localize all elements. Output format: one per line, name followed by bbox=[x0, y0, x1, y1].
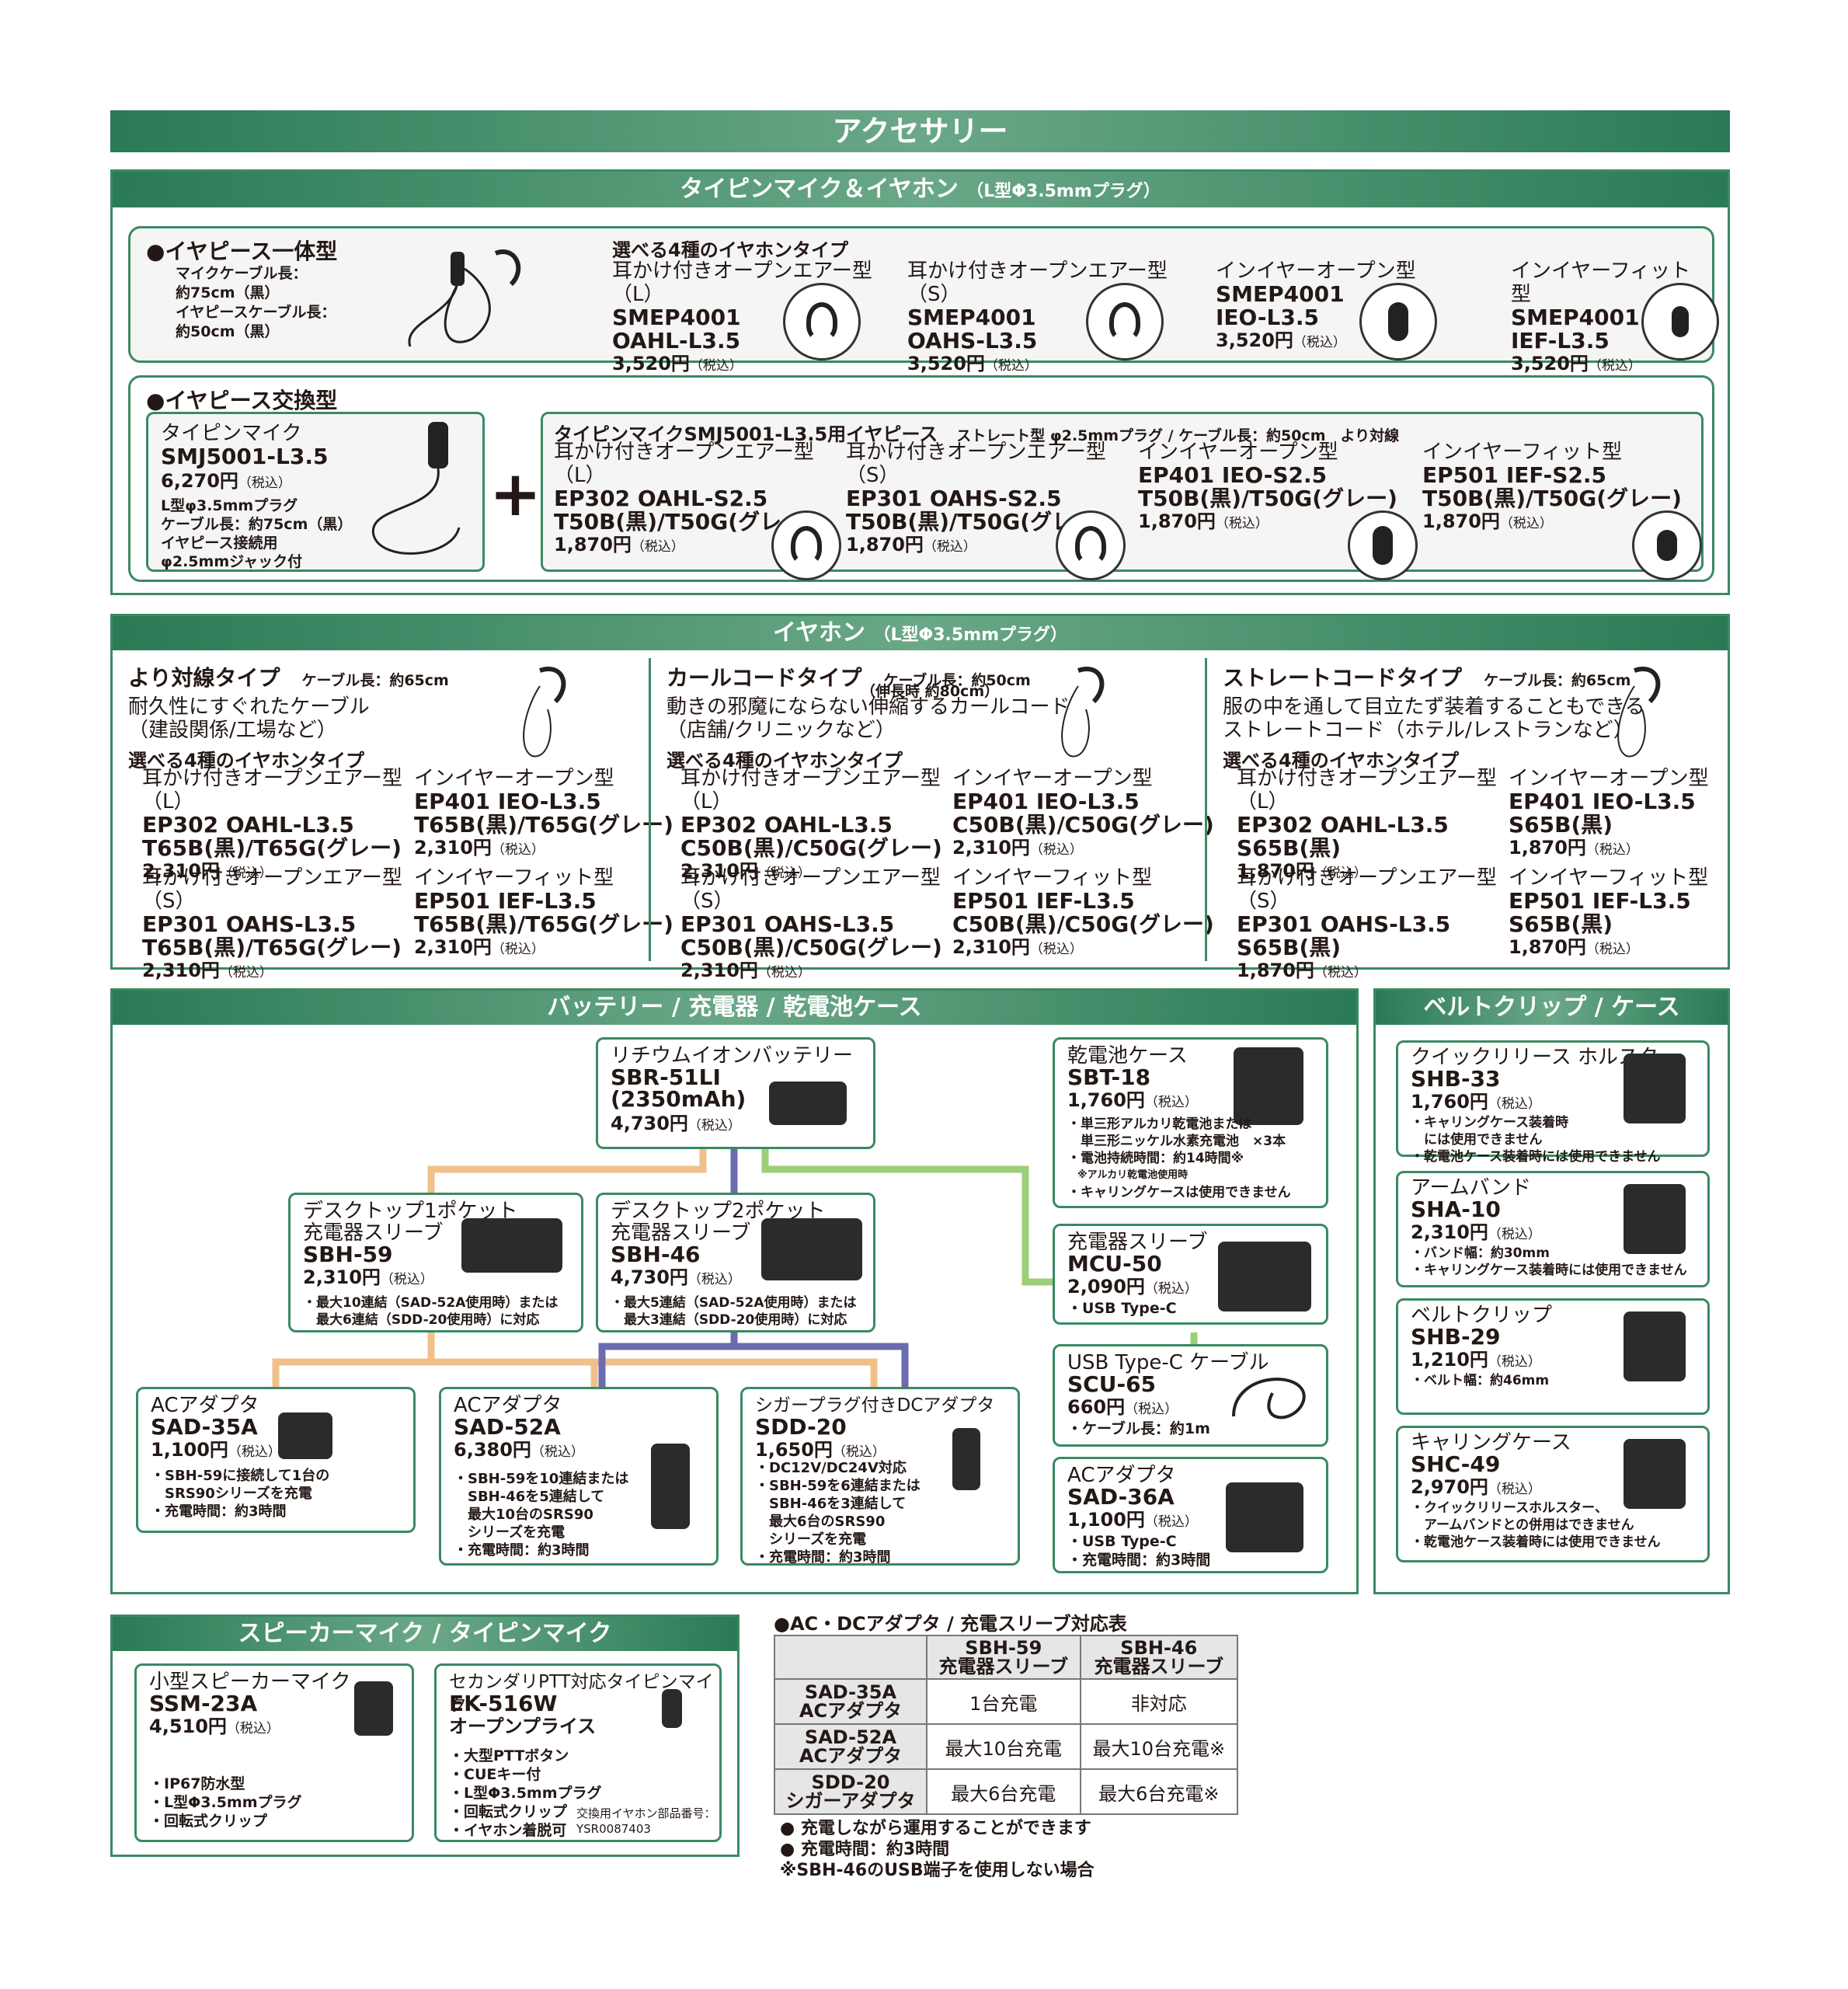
integrated-heading: ●イヤピース一体型 bbox=[146, 239, 338, 264]
earpiece-item: インイヤーフィット型 EP501 IEF-S2.5 T50B(黒)/T50G(グ… bbox=[1422, 441, 1702, 580]
earphone-image bbox=[1061, 667, 1105, 758]
earpiece-item: インイヤーオープン型 EP401 IEO-S2.5 T50B(黒)/T50G(グ… bbox=[1138, 441, 1425, 580]
sad52-box: ACアダプタ SAD-52A 6,380円（税込） ・SBH-59を10連結また… bbox=[439, 1387, 719, 1566]
earphone-image bbox=[1617, 667, 1661, 758]
ssm-box: 小型スピーカーマイク SSM-23A 4,510円（税込） ・IP67防水型・L… bbox=[134, 1663, 414, 1842]
plus-icon: + bbox=[489, 458, 542, 530]
tiepin-mic-image bbox=[662, 1689, 682, 1728]
belt-product-image bbox=[1624, 1184, 1686, 1254]
ac-adapter-image bbox=[278, 1413, 332, 1459]
belt-section: ベルトクリップ / ケース クイックリリース ホルスター SHB-33 1,76… bbox=[1373, 988, 1730, 1594]
li-battery-box: リチウムイオンバッテリー SBR-51LI (2350mAh) 4,730円（税… bbox=[596, 1037, 875, 1149]
belt-product-image bbox=[1624, 1439, 1686, 1509]
sbh46-box: デスクトップ2ポケット 充電器スリーブ SBH-46 4,730円（税込） ・最… bbox=[596, 1193, 875, 1332]
earphone-item: 耳かけ付きオープンエアー型（S） EP301 OAHS-L3.5 T65B(黒)… bbox=[142, 866, 402, 981]
sbh59-box: デスクトップ1ポケット 充電器スリーブ SBH-59 2,310円（税込） ・最… bbox=[288, 1193, 583, 1332]
dc-adapter-image bbox=[952, 1428, 980, 1490]
ek-box: セカンダリPTT対応タイピンマイク EK-516W オープンプライス ・大型PT… bbox=[434, 1663, 722, 1842]
integrated-item: インイヤーオープン型 SMEP4001 IEO-L3.5 3,520円（税込） bbox=[1216, 260, 1511, 361]
sad35-box: ACアダプタ SAD-35A 1,100円（税込） ・SBH-59に接続して1台… bbox=[136, 1387, 416, 1533]
battery-header: バッテリー / 充電器 / 乾電池ケース bbox=[113, 991, 1356, 1025]
mcu-box: 充電器スリーブ MCU-50 2,090円（税込） ・USB Type-C bbox=[1053, 1224, 1328, 1325]
earpiece-item: 耳かけ付きオープンエアー型（L） EP302 OAHL-S2.5 T50B(黒)… bbox=[554, 441, 841, 580]
sbt-box: 乾電池ケース SBT-18 1,760円（税込） ・単三形アルカリ乾電池または … bbox=[1053, 1037, 1328, 1208]
hook-earphone-icon bbox=[783, 283, 861, 361]
earphone-item: インイヤーオープン型 EP401 IEO-L3.5 C50B(黒)/C50G(グ… bbox=[952, 767, 1214, 859]
earphone-item: インイヤーフィット型 EP501 IEF-L3.5 C50B(黒)/C50G(グ… bbox=[952, 866, 1214, 958]
connection-lines bbox=[272, 1149, 1198, 1465]
integrated-earpiece-image bbox=[408, 249, 521, 347]
integrated-item: 耳かけ付きオープンエアー型（S） SMEP4001 OAHS-L3.5 3,52… bbox=[907, 260, 1168, 374]
integrated-choose: 選べる4種のイヤホンタイプ bbox=[612, 239, 848, 261]
earphone-item: インイヤーオープン型 EP401 IEO-L3.5 T65B(黒)/T65G(グ… bbox=[414, 767, 673, 859]
earphone-item: 耳かけ付きオープンエアー型（L） EP302 OAHL-L3.5 T65B(黒)… bbox=[142, 767, 402, 882]
earpieces-box: タイピンマイクSMJ5001-L3.5用イヤピース ストレート型 φ2.5mmプ… bbox=[541, 412, 1704, 580]
battery-case-image bbox=[1234, 1047, 1303, 1125]
belt-header: ベルトクリップ / ケース bbox=[1376, 991, 1728, 1025]
speaker-section: スピーカーマイク / タイピンマイク 小型スピーカーマイク SSM-23A 4,… bbox=[110, 1615, 740, 1857]
belt-item-box: クイックリリース ホルスター SHB-33 1,760円（税込） ・キャリングケ… bbox=[1396, 1040, 1710, 1165]
earpiece-item: 耳かけ付きオープンエアー型（S） EP301 OAHS-S2.5 T50B(黒)… bbox=[846, 441, 1133, 580]
sdd20-box: シガープラグ付きDCアダプタ SDD-20 1,650円（税込） ・DC12V/… bbox=[740, 1387, 1020, 1566]
earphone-item: 耳かけ付きオープンエアー型（L） EP302 OAHL-L3.5 C50B(黒)… bbox=[680, 767, 942, 882]
earphone-item: 耳かけ付きオープンエアー型（L） EP302 OAHL-L3.5 S65B(黒)… bbox=[1237, 767, 1497, 882]
table-notes: ● 充電しながら運用することができます● 充電時間：約3時間※SBH-46のUS… bbox=[780, 1819, 1095, 1880]
charger-sleeve-image bbox=[1218, 1242, 1311, 1311]
page-title: アクセサリー bbox=[110, 110, 1730, 152]
exchange-heading: ●イヤピース交換型 bbox=[146, 388, 338, 413]
earphone-item: インイヤーフィット型 EP501 IEF-L3.5 S65B(黒) 1,870円… bbox=[1509, 866, 1709, 958]
integrated-item: 耳かけ付きオープンエアー型（L） SMEP4001 OAHL-L3.5 3,52… bbox=[612, 260, 872, 374]
earphone-item: 耳かけ付きオープンエアー型（S） EP301 OAHS-L3.5 S65B(黒)… bbox=[1237, 866, 1497, 981]
tiepin-header: タイピンマイク＆イヤホン （L型Φ3.5mmプラグ） bbox=[113, 172, 1728, 207]
belt-product-image bbox=[1624, 1311, 1686, 1381]
sad36-box: ACアダプタ SAD-36A 1,100円（税込） ・USB Type-C・充電… bbox=[1053, 1457, 1328, 1573]
ac-adapter-image bbox=[651, 1444, 690, 1529]
scu-box: USB Type-C ケーブル SCU-65 660円（税込） ・ケーブル長：約… bbox=[1053, 1344, 1328, 1447]
exchange-box: ●イヤピース交換型 タイピンマイク SMJ5001-L3.5 6,270円（税込… bbox=[128, 375, 1714, 582]
charger-image bbox=[461, 1218, 562, 1273]
battery-image bbox=[769, 1082, 847, 1125]
earphone-item: インイヤーフィット型 EP501 IEF-L3.5 T65B(黒)/T65G(グ… bbox=[414, 866, 673, 958]
integrated-item: インイヤーフィット型 SMEP4001 IEF-L3.5 3,520円（税込） bbox=[1511, 260, 1719, 377]
inear-fit-icon bbox=[1632, 510, 1702, 580]
inear-open-icon bbox=[1359, 283, 1437, 361]
inear-fit-icon bbox=[1641, 283, 1719, 361]
integrated-box: ●イヤピース一体型 マイクケーブル長：約75cm（黒） イヤピースケーブル長：約… bbox=[128, 226, 1719, 374]
speaker-mic-image bbox=[354, 1681, 393, 1736]
belt-product-image bbox=[1624, 1054, 1686, 1123]
battery-section: バッテリー / 充電器 / 乾電池ケース リチウムイオンバッテリー SBR-51… bbox=[110, 988, 1359, 1594]
charger-image bbox=[761, 1218, 862, 1280]
speaker-header: スピーカーマイク / タイピンマイク bbox=[113, 1617, 737, 1651]
tiepin-mic-box: タイピンマイク SMJ5001-L3.5 6,270円（税込） L型φ3.5mm… bbox=[146, 412, 485, 572]
ac-adapter-image bbox=[1226, 1482, 1303, 1552]
earphone-image bbox=[523, 667, 566, 758]
belt-item-box: キャリングケース SHC-49 2,970円（税込） ・クイックリリースホルスタ… bbox=[1396, 1426, 1710, 1562]
earphone-item: 耳かけ付きオープンエアー型（S） EP301 OAHS-L3.5 C50B(黒)… bbox=[680, 866, 942, 981]
usb-cable-image bbox=[1232, 1378, 1306, 1419]
hook-earphone-icon bbox=[1086, 283, 1164, 361]
earphone-item: インイヤーオープン型 EP401 IEO-L3.5 S65B(黒) 1,870円… bbox=[1509, 767, 1709, 859]
tiepin-section: タイピンマイク＆イヤホン （L型Φ3.5mmプラグ） ●イヤピース一体型 マイク… bbox=[110, 169, 1730, 595]
table-title: ●AC・DCアダプタ / 充電スリーブ対応表 bbox=[774, 1613, 1127, 1635]
hook-earphone-icon bbox=[771, 510, 841, 580]
tiepin-mic-image bbox=[371, 422, 461, 555]
tiepin-header-text: タイピンマイク＆イヤホン bbox=[680, 176, 959, 203]
inear-open-icon bbox=[1348, 510, 1418, 580]
belt-item-box: ベルトクリップ SHB-29 1,210円（税込） ・ベルト幅：約46mm bbox=[1396, 1298, 1710, 1415]
belt-item-box: アームバンド SHA-10 2,310円（税込） ・バンド幅：約30mm・キャリ… bbox=[1396, 1171, 1710, 1287]
earphone-header: イヤホン （L型Φ3.5mmプラグ） bbox=[113, 616, 1728, 650]
hook-earphone-icon bbox=[1056, 510, 1126, 580]
integrated-desc: マイクケーブル長：約75cm（黒） イヤピースケーブル長：約50cm（黒） bbox=[176, 265, 336, 340]
earphone-column: カールコードタイプ ケーブル長：約50cm（伸長時 約80cm）動きの邪魔になら… bbox=[649, 658, 1214, 981]
tiepin-header-sub: （L型Φ3.5mmプラグ） bbox=[966, 182, 1161, 201]
